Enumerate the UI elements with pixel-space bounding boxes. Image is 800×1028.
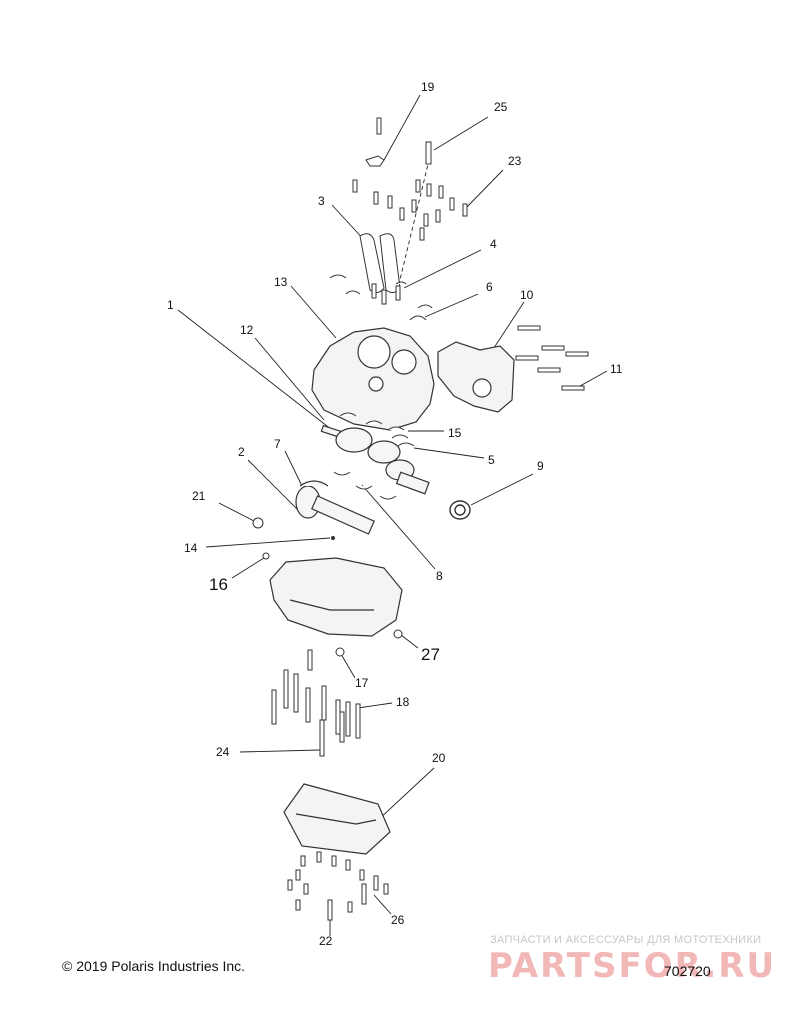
leader-23 [465, 169, 504, 209]
callout-15: 15 [448, 426, 462, 440]
dowel-16 [262, 552, 270, 560]
leader-17 [340, 653, 356, 679]
leader-18 [357, 702, 393, 709]
callout-26: 26 [391, 913, 405, 927]
watermark-logo: PARTSFOR.RU [488, 946, 777, 986]
callout-10: 10 [520, 288, 534, 302]
bolt-25 [425, 141, 432, 165]
leader-19 [383, 94, 421, 161]
leader-14 [205, 537, 331, 548]
callout-23: 23 [508, 154, 522, 168]
callout-2: 2 [238, 445, 245, 459]
balance-housing [437, 341, 515, 413]
callout-12: 12 [240, 323, 254, 337]
watermark-tagline: ЗАПЧАСТИ И АКСЕССУАРЫ ДЛЯ МОТОТЕХНИКИ [490, 934, 762, 946]
callout-18: 18 [396, 695, 410, 709]
callout-8: 8 [436, 569, 443, 583]
balance-shaft [295, 480, 375, 535]
drawing-number: 702720 [664, 963, 711, 979]
callout-6: 6 [486, 280, 493, 294]
leader-26 [373, 894, 392, 915]
callout-22: 22 [319, 934, 333, 948]
rod-bolt-b [381, 289, 387, 305]
rod-bolt-a [371, 283, 377, 299]
pan-bolts [287, 851, 389, 921]
main-bearings [333, 412, 415, 500]
leader-20 [377, 767, 435, 821]
crankcase-bolts [271, 649, 361, 757]
leader-7 [284, 450, 303, 487]
bolts-11 [515, 325, 589, 391]
callout-1: 1 [167, 298, 174, 312]
leader-16 [231, 557, 265, 579]
copyright-text: © 2019 Polaris Industries Inc. [62, 958, 246, 974]
oil-pan [283, 783, 391, 855]
callout-11: 11 [610, 362, 623, 376]
callout-7: 7 [274, 437, 281, 451]
leader-13 [290, 285, 337, 339]
lower-crankcase [269, 557, 403, 637]
small-bolt-group [352, 179, 468, 241]
leader-21 [218, 502, 257, 523]
crankshaft [320, 424, 430, 495]
bolt-19 [376, 117, 382, 135]
callout-3: 3 [318, 194, 325, 208]
bearing-shells-6 [409, 304, 433, 321]
leader-11 [579, 370, 608, 387]
oil-seal-9 [449, 500, 471, 520]
dowel-21 [252, 517, 264, 529]
callout-14: 14 [184, 541, 198, 555]
callout-25: 25 [494, 100, 508, 114]
callout-17: 17 [355, 676, 369, 690]
leader-8 [361, 484, 436, 570]
leader-5 [413, 447, 485, 459]
leader-9 [470, 473, 534, 506]
callout-16: 16 [209, 575, 228, 594]
callout-5: 5 [488, 453, 495, 467]
leader-2 [247, 459, 301, 513]
plug-17 [335, 647, 345, 657]
leader-4 [403, 249, 482, 289]
rod-bolt-c [395, 285, 401, 301]
upper-crankcase [311, 327, 435, 431]
leader-6 [424, 293, 479, 318]
callout-4: 4 [490, 237, 497, 251]
callout-27: 27 [421, 645, 440, 664]
leader-dashed-axis [395, 151, 432, 297]
callout-21: 21 [192, 489, 206, 503]
leader-12 [254, 337, 325, 421]
leader-24 [239, 749, 321, 753]
leader-1 [177, 309, 337, 434]
callout-19: 19 [421, 80, 435, 94]
leader-27 [400, 634, 419, 649]
callout-20: 20 [432, 751, 446, 765]
pin-14 [331, 536, 335, 540]
callout-24: 24 [216, 745, 230, 759]
callout-9: 9 [537, 459, 544, 473]
callout-13: 13 [274, 275, 288, 289]
bearing-shells-4 [329, 274, 407, 295]
plug-27 [393, 629, 403, 639]
leader-25 [433, 116, 489, 151]
bracket-19 [365, 155, 385, 167]
